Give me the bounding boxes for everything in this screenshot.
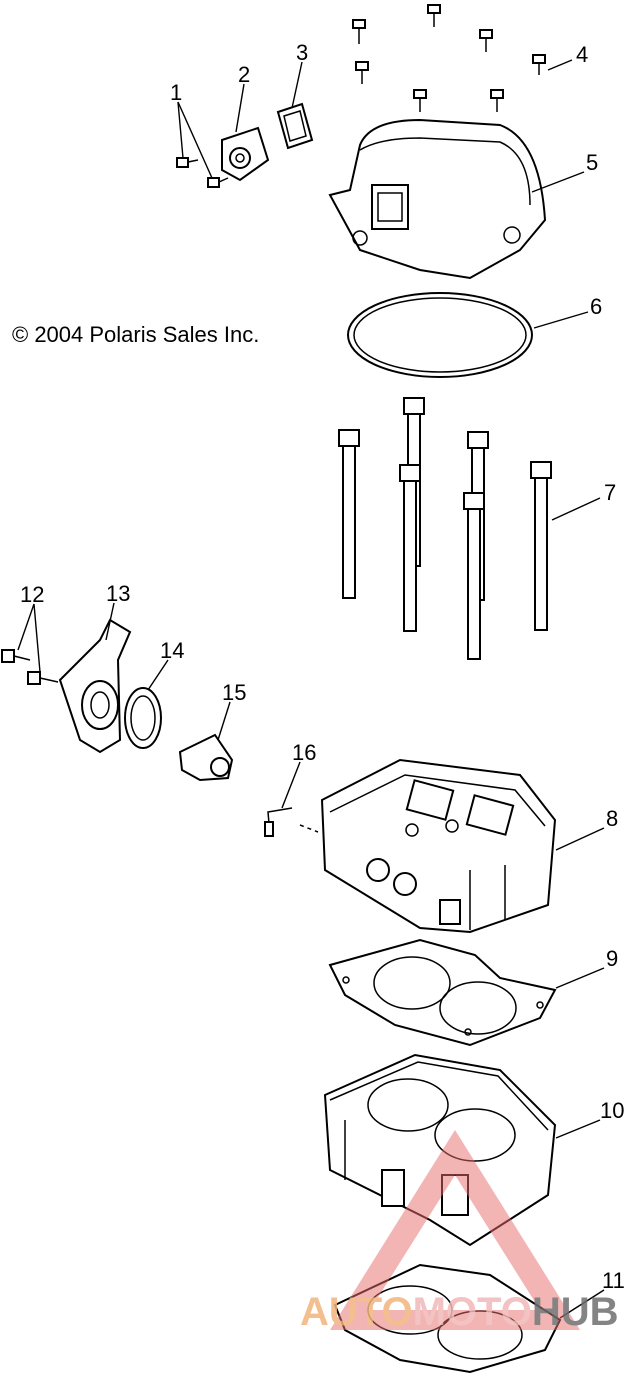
part-16-pin	[264, 807, 319, 837]
callout-11: 11	[602, 1268, 625, 1293]
part-14-seal-ring	[124, 687, 162, 749]
callout-labels: 1 2 3 4 5 6 7 8 9 10 11 12 13 14 15 16	[20, 40, 625, 1293]
callout-4: 4	[576, 42, 588, 67]
leader-lines	[17, 59, 605, 1319]
part-15-thermostat	[178, 733, 234, 782]
watermark-text: AUTOMOTOHUB	[300, 1290, 619, 1334]
part-10-cylinder	[323, 1053, 557, 1247]
callout-14: 14	[160, 638, 184, 663]
part-12-bolts	[1, 649, 59, 685]
part-7-head-bolts	[338, 397, 552, 660]
callout-16: 16	[292, 740, 316, 765]
copyright-text: © 2004 Polaris Sales Inc.	[12, 322, 259, 347]
part-13-thermostat-housing	[58, 618, 132, 754]
part-4-screws	[352, 4, 546, 112]
part-5-valve-cover	[328, 118, 547, 280]
watermark-triangle-logo	[330, 1130, 580, 1330]
watermark: AUTOMOTOHUB	[300, 1130, 619, 1334]
callout-6: 6	[590, 294, 602, 319]
callout-2: 2	[238, 62, 250, 87]
callout-3: 3	[296, 40, 308, 65]
part-2-breather	[221, 126, 270, 182]
part-8-cylinder-head	[320, 758, 557, 934]
callout-13: 13	[106, 581, 130, 606]
callout-10: 10	[600, 1098, 624, 1123]
callout-9: 9	[606, 946, 618, 971]
callout-1: 1	[170, 80, 182, 105]
part-9-head-gasket	[328, 938, 557, 1047]
callout-15: 15	[222, 680, 246, 705]
callout-8: 8	[606, 806, 618, 831]
callout-5: 5	[586, 150, 598, 175]
callout-7: 7	[604, 480, 616, 505]
part-6-oring	[347, 292, 533, 378]
part-1-bolts	[176, 157, 229, 188]
callout-12: 12	[20, 582, 44, 607]
part-3-filter	[276, 102, 314, 150]
